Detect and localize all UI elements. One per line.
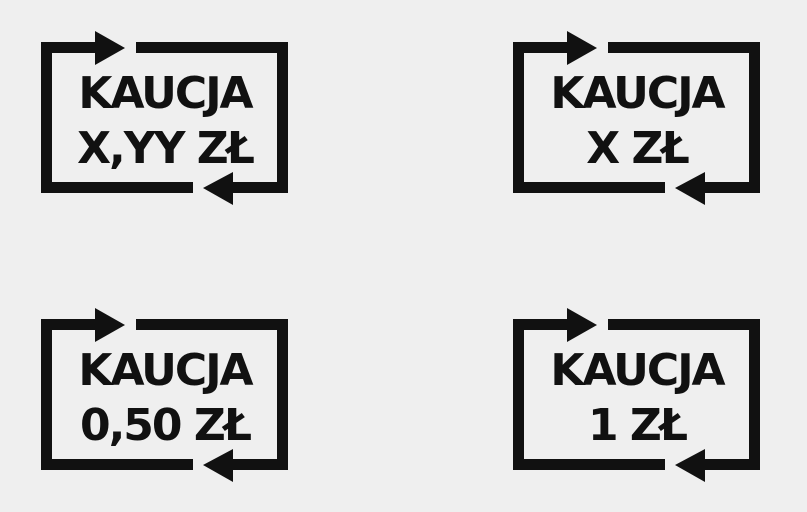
logo-line2: 0,50 ZŁ	[80, 400, 252, 451]
deposit-logo-3: KAUCJA 0,50 ZŁ	[41, 308, 288, 482]
logo-line1: KAUCJA	[78, 345, 253, 396]
logo-line2: X,YY ZŁ	[77, 123, 255, 174]
deposit-logo-1: KAUCJA X,YY ZŁ	[41, 31, 288, 205]
logo-line1: KAUCJA	[550, 68, 725, 119]
logo-line1: KAUCJA	[78, 68, 253, 119]
logo-line1: KAUCJA	[550, 345, 725, 396]
deposit-logo-4: KAUCJA 1 ZŁ	[513, 308, 760, 482]
logo-line2: 1 ZŁ	[588, 400, 688, 451]
deposit-logo-2: KAUCJA X ZŁ	[513, 31, 760, 205]
logo-line2: X ZŁ	[586, 123, 689, 174]
